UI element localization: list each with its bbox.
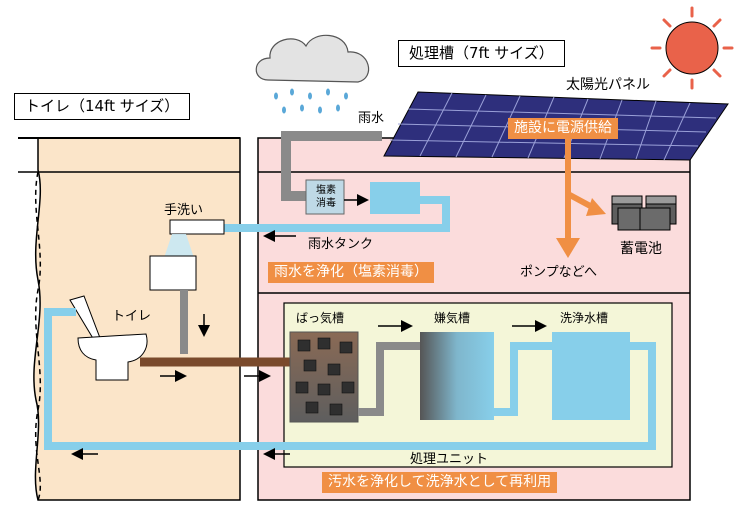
chlorine-disinfection-label: 塩素 消毒 bbox=[316, 185, 336, 209]
sun-icon bbox=[650, 6, 734, 90]
treatment-tank-title: 処理槽（7ft サイズ） bbox=[398, 40, 565, 67]
to-pumps-label: ポンプなどへ bbox=[520, 265, 597, 280]
hand-wash-label: 手洗い bbox=[164, 203, 204, 218]
toilet-label: トイレ bbox=[112, 309, 152, 324]
anaerobic-to-wash-pipe bbox=[494, 342, 552, 416]
toilet-icon bbox=[69, 295, 148, 381]
wastewater-reuse-label: 汚水を浄化して洗浄水として再利用 bbox=[322, 472, 558, 494]
rainwater-pipe bbox=[281, 131, 382, 201]
solar-panel-label: 太陽光パネル bbox=[566, 77, 650, 93]
toilet-room-title: トイレ（14ft サイズ） bbox=[14, 93, 191, 120]
battery-icon bbox=[611, 195, 677, 231]
recycle-pipe bbox=[44, 308, 656, 450]
rain-cloud-icon bbox=[255, 34, 370, 114]
anaerobic-tank bbox=[420, 332, 494, 420]
rain-tank-outlet-pipe bbox=[222, 196, 450, 232]
wash-water-tank bbox=[552, 332, 630, 420]
supply-power-label: 施設に電源供給 bbox=[508, 118, 618, 140]
rainwater-label: 雨水 bbox=[358, 111, 385, 126]
anaerobic-tank-label: 嫌気槽 bbox=[434, 311, 471, 325]
aeration-to-anaerobic-pipe bbox=[358, 342, 420, 416]
wash-water-tank-label: 洗浄水槽 bbox=[560, 311, 609, 325]
power-lines bbox=[556, 138, 606, 258]
battery-label: 蓄電池 bbox=[620, 241, 662, 257]
chlorine-box bbox=[305, 179, 345, 215]
rain-purify-label: 雨水を浄化（塩素消毒） bbox=[268, 262, 434, 284]
rain-tank-label: 雨水タンク bbox=[308, 237, 374, 252]
treatment-unit-label: 処理ユニット bbox=[410, 452, 489, 467]
rain-tank bbox=[370, 182, 420, 214]
hand-wash-faucet bbox=[149, 219, 225, 291]
aeration-tank-label: ばっ気槽 bbox=[296, 311, 345, 325]
